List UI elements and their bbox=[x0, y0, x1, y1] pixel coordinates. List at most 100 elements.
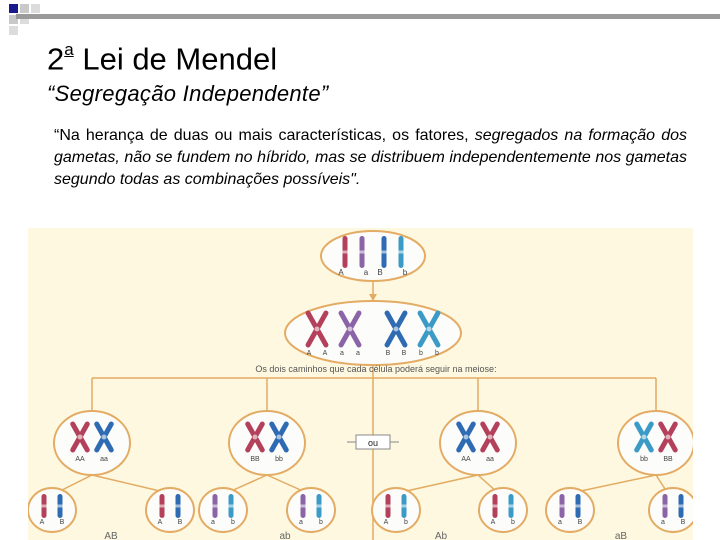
allele-label: A bbox=[307, 350, 312, 357]
centromere bbox=[381, 250, 387, 254]
quote-lead: “Na herança de duas ou mais característi… bbox=[54, 127, 475, 144]
centromere bbox=[575, 504, 581, 508]
centromere bbox=[347, 326, 353, 332]
cell-membrane bbox=[439, 410, 517, 476]
slide-subtitle: “Segregação Independente” bbox=[47, 81, 329, 106]
connector-line bbox=[57, 474, 93, 493]
gamete-labels: AB ab Ab aB bbox=[104, 531, 627, 540]
allele-label: b bbox=[435, 350, 439, 357]
allele-label: b bbox=[419, 350, 423, 357]
allele-label: aa bbox=[100, 456, 108, 463]
arrow-head bbox=[369, 294, 377, 301]
cell-membrane bbox=[648, 487, 693, 533]
centromere bbox=[300, 504, 306, 508]
allele-label: A bbox=[384, 519, 389, 526]
cell-membrane bbox=[545, 487, 595, 533]
centromere bbox=[426, 326, 432, 332]
cell-membrane bbox=[617, 410, 693, 476]
allele-label: a bbox=[364, 268, 369, 277]
centromere bbox=[662, 504, 668, 508]
allele-label: B bbox=[60, 519, 65, 526]
allele-label: BB bbox=[663, 456, 673, 463]
allele-label: A bbox=[158, 519, 163, 526]
law-quote: “Na herança de duas ou mais característi… bbox=[54, 125, 687, 191]
allele-label: a bbox=[340, 350, 344, 357]
allele-label: B bbox=[377, 268, 382, 277]
connector-line bbox=[401, 474, 479, 493]
allele-label: a bbox=[299, 519, 303, 526]
gamete-label: Ab bbox=[435, 531, 448, 540]
meiosis-caption: Os dois caminhos que cada célula poderá … bbox=[255, 364, 496, 374]
cell-membrane bbox=[28, 487, 77, 533]
centromere bbox=[314, 326, 320, 332]
allele-label: AA bbox=[75, 456, 85, 463]
centromere bbox=[559, 504, 565, 508]
allele-label: b bbox=[319, 519, 323, 526]
allele-label: AA bbox=[461, 456, 471, 463]
allele-label: A bbox=[323, 350, 328, 357]
or-label: ou bbox=[368, 438, 378, 448]
centromere bbox=[385, 504, 391, 508]
cell-membrane bbox=[145, 487, 195, 533]
allele-label: B bbox=[178, 519, 183, 526]
centromere bbox=[665, 434, 671, 440]
title-text: Lei de Mendel bbox=[73, 41, 278, 77]
connector-line bbox=[575, 474, 657, 493]
connector-line bbox=[266, 474, 306, 493]
centromere bbox=[359, 250, 365, 254]
allele-label: b bbox=[231, 519, 235, 526]
quote-body: segregados na formação dos gametas, não … bbox=[54, 127, 687, 188]
centromere bbox=[77, 434, 83, 440]
title-divider bbox=[16, 14, 720, 19]
cell-membrane bbox=[53, 410, 131, 476]
centromere bbox=[252, 434, 258, 440]
centromere bbox=[492, 504, 498, 508]
centromere bbox=[487, 434, 493, 440]
connector-lines bbox=[57, 281, 668, 540]
allele-label: b bbox=[404, 519, 408, 526]
allele-label: a bbox=[211, 519, 215, 526]
deco-square bbox=[20, 15, 29, 24]
cell-membrane bbox=[228, 410, 306, 476]
allele-label: aa bbox=[486, 456, 494, 463]
deco-square bbox=[9, 4, 18, 13]
allele-label: b bbox=[511, 519, 515, 526]
title-number: 2 bbox=[47, 41, 65, 77]
allele-label: B bbox=[681, 519, 686, 526]
corner-decoration bbox=[0, 0, 720, 40]
centromere bbox=[393, 326, 399, 332]
or-divider: ou bbox=[347, 434, 399, 450]
gamete-label: ab bbox=[279, 531, 291, 540]
centromere bbox=[175, 504, 181, 508]
allele-label: B bbox=[402, 350, 407, 357]
deco-square bbox=[31, 4, 40, 13]
slide-title: 2a Lei de Mendel bbox=[47, 34, 277, 78]
allele-label: b bbox=[403, 268, 408, 277]
centromere bbox=[212, 504, 218, 508]
centromere bbox=[342, 250, 348, 254]
centromere bbox=[463, 434, 469, 440]
allele-label: A bbox=[40, 519, 45, 526]
cell-membrane bbox=[478, 487, 528, 533]
centromere bbox=[159, 504, 165, 508]
allele-label: a bbox=[558, 519, 562, 526]
gamete-label: aB bbox=[615, 531, 628, 540]
deco-square bbox=[20, 4, 29, 13]
allele-label: BB bbox=[250, 456, 260, 463]
allele-label: A bbox=[491, 519, 496, 526]
centromere bbox=[398, 250, 404, 254]
centromere bbox=[228, 504, 234, 508]
connector-line bbox=[228, 474, 268, 493]
gamete-label: AB bbox=[104, 531, 118, 540]
cell-membrane bbox=[284, 300, 462, 366]
cell-membrane bbox=[198, 487, 248, 533]
centromere bbox=[57, 504, 63, 508]
centromere bbox=[276, 434, 282, 440]
allele-label: B bbox=[578, 519, 583, 526]
cell-membrane bbox=[371, 487, 421, 533]
centromere bbox=[508, 504, 514, 508]
allele-label: a bbox=[356, 350, 360, 357]
